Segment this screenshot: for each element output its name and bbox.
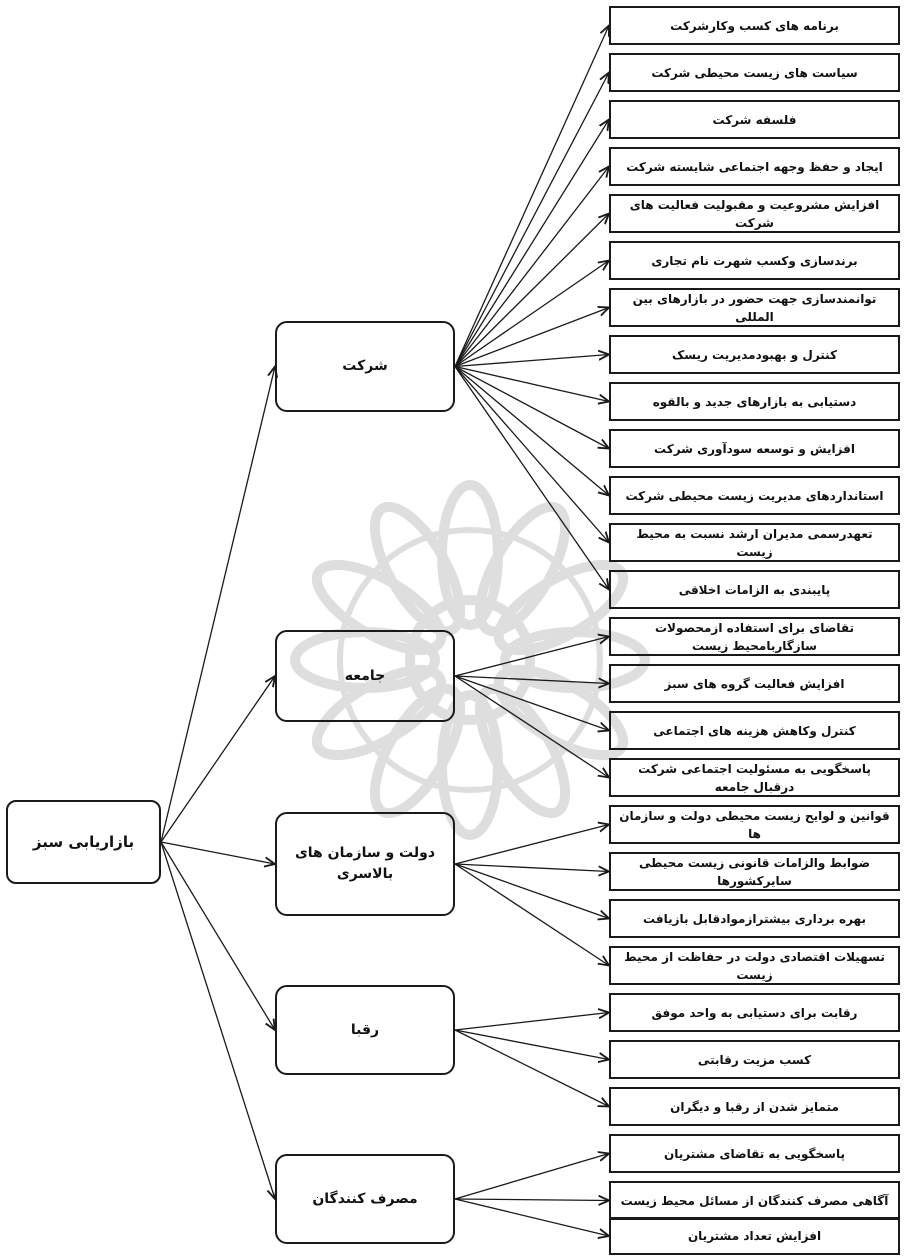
category-label: جامعه: [344, 667, 386, 684]
connector-arrow: [454, 1154, 609, 1200]
category-government: دولت و سازمان های بالاسری: [275, 812, 455, 916]
connector-arrow: [454, 365, 609, 402]
connector-arrow: [160, 676, 275, 843]
connector-arrow: [454, 167, 609, 367]
connector-arrow: [454, 1013, 609, 1031]
leaf-item: پایبندی به الزامات اخلاقی: [609, 570, 900, 609]
root-node: بازاریابی سبز: [6, 800, 161, 884]
category-society: جامعه: [275, 630, 455, 722]
leaf-item: افزایش تعداد مشتریان: [609, 1217, 900, 1255]
connector-arrow: [160, 841, 275, 1199]
connector-arrow: [454, 1198, 609, 1236]
connector-arrow: [454, 675, 609, 778]
leaf-item: بهره برداری بیشترازموادقابل بازیافت: [609, 899, 900, 938]
connector-arrow: [454, 675, 609, 731]
connector-arrow: [454, 675, 609, 684]
connector-arrow: [454, 863, 609, 966]
connector-arrow: [454, 365, 609, 449]
category-company: شرکت: [275, 321, 455, 412]
leaf-item: برنامه های کسب وکارشرکت: [609, 6, 900, 45]
connector-arrow: [160, 841, 275, 864]
leaf-item: کسب مزیت رقابتی: [609, 1040, 900, 1079]
category-competitors: رقبا: [275, 985, 455, 1075]
leaf-item: متمایز شدن از رقبا و دیگران: [609, 1087, 900, 1126]
connector-arrow: [454, 308, 609, 368]
connector-arrow: [160, 367, 275, 843]
leaf-item: ضوابط والزامات قانونی زیست محیطی سایرکشو…: [609, 852, 900, 891]
connector-arrow: [454, 1199, 609, 1201]
leaf-item: ایجاد و حفظ وجهه اجتماعی شایسته شرکت: [609, 147, 900, 186]
leaf-item: دستیابی به بازارهای جدید و بالقوه: [609, 382, 900, 421]
connector-arrow: [454, 863, 609, 919]
leaf-item: تعهدرسمی مدیران ارشد نسبت به محیط زیست: [609, 523, 900, 562]
connector-arrow: [454, 366, 609, 543]
connector-arrow: [454, 366, 609, 590]
leaf-item: افزایش مشروعیت و مقبولیت فعالیت های شرکت: [609, 194, 900, 233]
category-label: شرکت: [342, 358, 388, 374]
category-label: دولت و سازمان های بالاسری: [294, 845, 436, 882]
connector-arrow: [454, 1029, 609, 1107]
leaf-item: استانداردهای مدیریت زیست محیطی شرکت: [609, 476, 900, 515]
leaf-item: فلسفه شرکت: [609, 100, 900, 139]
connector-arrow: [454, 825, 609, 865]
connector-arrow: [454, 863, 609, 872]
connector-arrow: [454, 355, 609, 368]
connector-arrow: [454, 73, 609, 367]
category-consumers: مصرف کنندگان: [275, 1154, 455, 1244]
connector-arrow: [454, 26, 609, 367]
category-label: رقبا: [350, 1021, 380, 1038]
leaf-item: کنترل و بهبودمدیریت ریسک: [609, 335, 900, 374]
connector-arrow: [454, 120, 609, 367]
leaf-item: پاسخگویی به مسئولیت اجتماعی شرکت درقبال …: [609, 758, 900, 797]
leaf-item: آگاهی مصرف کنندگان از مسائل محیط زیست: [609, 1181, 900, 1220]
leaf-item: قوانین و لوایح زیست محیطی دولت و سازمان …: [609, 805, 900, 844]
connector-arrow: [454, 1029, 609, 1060]
leaf-item: برندسازی وکسب شهرت نام تجاری: [609, 241, 900, 280]
connector-arrow: [454, 637, 609, 677]
leaf-item: افزایش و توسعه سودآوری شرکت: [609, 429, 900, 468]
leaf-item: رقابت برای دستیابی به واحد موفق: [609, 993, 900, 1032]
connector-arrow: [454, 261, 609, 368]
leaf-item: سیاست های زیست محیطی شرکت: [609, 53, 900, 92]
leaf-item: توانمندسازی جهت حضور در بازارهای بین الم…: [609, 288, 900, 327]
leaf-item: تقاضای برای استفاده ازمحصولات سازگاربامح…: [609, 617, 900, 656]
leaf-item: تسهیلات اقتصادی دولت در حفاظت از محیط زی…: [609, 946, 900, 985]
connector-arrow: [454, 366, 609, 496]
connector-arrow: [454, 214, 609, 367]
leaf-item: پاسخگویی به تقاضای مشتریان: [609, 1134, 900, 1173]
leaf-item: کنترل وکاهش هزینه های اجتماعی: [609, 711, 900, 750]
connector-arrow: [160, 841, 275, 1030]
category-label: مصرف کنندگان: [312, 1190, 418, 1207]
root-label: بازاریابی سبز: [32, 832, 135, 851]
leaf-item: افزایش فعالیت گروه های سبز: [609, 664, 900, 703]
